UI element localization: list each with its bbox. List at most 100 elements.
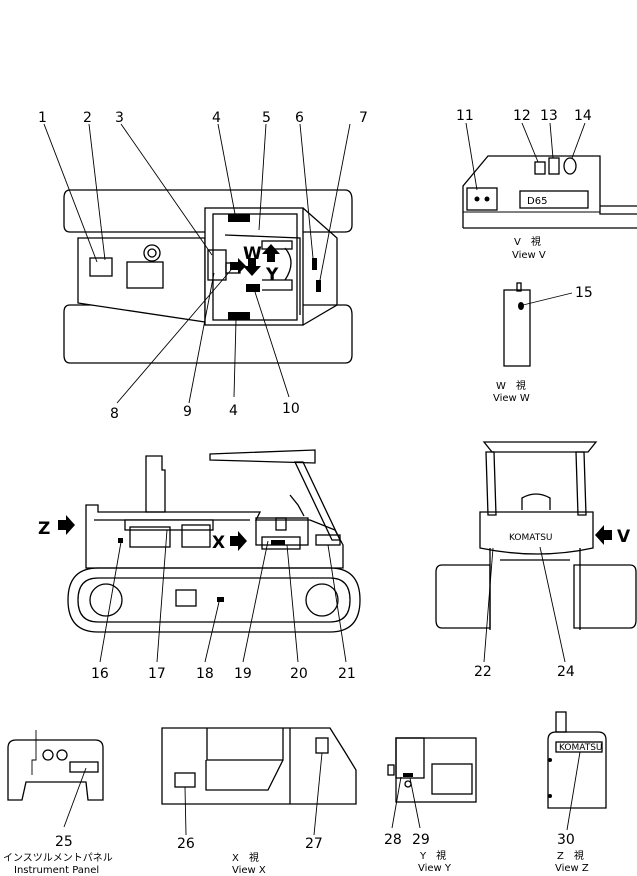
captions: V 視 View V W 視 View W インスツルメントパネル Instru… — [3, 235, 589, 876]
exhaust — [145, 455, 166, 513]
callout-26: 26 — [177, 836, 195, 852]
view-z-brand: KOMATSU — [559, 743, 603, 753]
leader-28 — [391, 776, 402, 829]
callout-4-top: 4 — [212, 110, 221, 126]
top-track-upper — [63, 189, 353, 233]
leader-29 — [409, 777, 421, 829]
top-hood — [77, 237, 206, 323]
side-track — [67, 567, 361, 633]
top-cab-inner — [212, 213, 298, 321]
leader-22 — [483, 547, 494, 663]
side-stripe — [124, 519, 214, 531]
instrument-panel-view — [7, 730, 104, 828]
view-z-top — [555, 711, 567, 733]
callout-17: 17 — [148, 666, 166, 682]
callout-2: 2 — [83, 110, 92, 126]
callout-7: 7 — [359, 110, 368, 126]
view-letter-z: Z — [38, 519, 50, 539]
view-v-outline — [462, 155, 637, 229]
side-plate-20 — [261, 536, 301, 550]
panel-gauge-a — [42, 749, 54, 761]
view-y-knob — [404, 780, 412, 788]
leader-1 — [43, 123, 98, 263]
leader-10 — [254, 291, 290, 398]
view-x-outline — [161, 727, 357, 805]
callout-19: 19 — [234, 666, 252, 682]
callout-labels: 1 2 3 4 4 5 6 7 8 9 10 11 12 13 14 15 16… — [38, 108, 593, 852]
side-part-18 — [217, 597, 224, 602]
view-z-outline — [547, 731, 607, 809]
top-lever — [284, 247, 292, 281]
model-plate — [519, 190, 589, 209]
decal-4a — [228, 214, 250, 222]
rear-canopy-roof — [482, 441, 598, 453]
rear-track-right — [573, 564, 637, 629]
view-v-part-14 — [563, 157, 577, 175]
leader-11 — [465, 122, 478, 191]
callout-13: 13 — [540, 108, 558, 124]
rear-seat — [521, 493, 551, 510]
arrow-top-x — [230, 258, 246, 274]
top-track-lower — [63, 304, 353, 364]
brand-text: KOMATSU — [509, 533, 553, 543]
callout-15: 15 — [575, 285, 593, 301]
leader-26 — [184, 786, 187, 836]
view-w-panel — [503, 289, 531, 367]
view-v-plate-11 — [466, 187, 498, 211]
view-w-part-15 — [518, 302, 524, 310]
leader-21 — [327, 544, 347, 663]
model-text: D65 — [527, 196, 547, 207]
idler — [89, 583, 123, 617]
leader-2 — [88, 123, 106, 261]
leader-19 — [242, 540, 269, 663]
arrow-y — [262, 244, 280, 262]
caption-view-x-jp: X 視 — [232, 851, 259, 864]
view-y-outline — [395, 737, 477, 803]
leader-16 — [99, 541, 122, 663]
top-hood-panel — [126, 261, 164, 289]
callout-1: 1 — [38, 110, 47, 126]
leader-7 — [318, 123, 351, 286]
rops-bracket — [289, 494, 305, 517]
decal-10 — [246, 284, 260, 292]
panel-outline — [7, 739, 104, 801]
view-v-dot-a — [474, 196, 480, 202]
view-letter-x: X — [212, 533, 225, 553]
callout-28: 28 — [384, 832, 402, 848]
top-cap-inner — [147, 248, 157, 258]
view-x-plate-27 — [315, 737, 329, 754]
side-panel-17 — [129, 526, 171, 548]
caption-instrument-jp: インスツルメントパネル — [3, 852, 113, 864]
view-z-bolt-a — [548, 758, 552, 762]
caption-view-z-jp: Z 視 — [557, 849, 584, 862]
canopy-roof — [209, 449, 316, 464]
view-v-part-12 — [534, 161, 546, 175]
callout-10: 10 — [282, 401, 300, 417]
leader-4a — [217, 123, 236, 215]
top-console — [261, 240, 293, 250]
caption-view-v-jp: V 視 — [514, 235, 541, 248]
panel-key — [31, 730, 37, 775]
callout-27: 27 — [305, 836, 323, 852]
panel-plate-25 — [69, 761, 99, 773]
top-console-lower — [262, 279, 293, 291]
caption-view-w: View W — [493, 393, 530, 404]
rear-post-right — [575, 451, 587, 516]
leader-14 — [571, 122, 586, 159]
view-letter-w: W — [243, 244, 262, 264]
view-z: KOMATSU — [547, 711, 607, 831]
track-frame-block — [175, 589, 197, 607]
top-part-1 — [89, 257, 113, 277]
caption-instrument: Instrument Panel — [14, 865, 99, 876]
side-plate-mark — [271, 540, 285, 545]
callout-16: 16 — [91, 666, 109, 682]
leader-25 — [63, 767, 87, 828]
callout-30: 30 — [557, 832, 575, 848]
leader-6 — [299, 123, 314, 259]
leader-5 — [258, 123, 267, 231]
leader-27 — [313, 752, 323, 836]
leader-3 — [120, 123, 213, 256]
callout-21: 21 — [338, 666, 356, 682]
caption-view-z: View Z — [555, 863, 589, 874]
